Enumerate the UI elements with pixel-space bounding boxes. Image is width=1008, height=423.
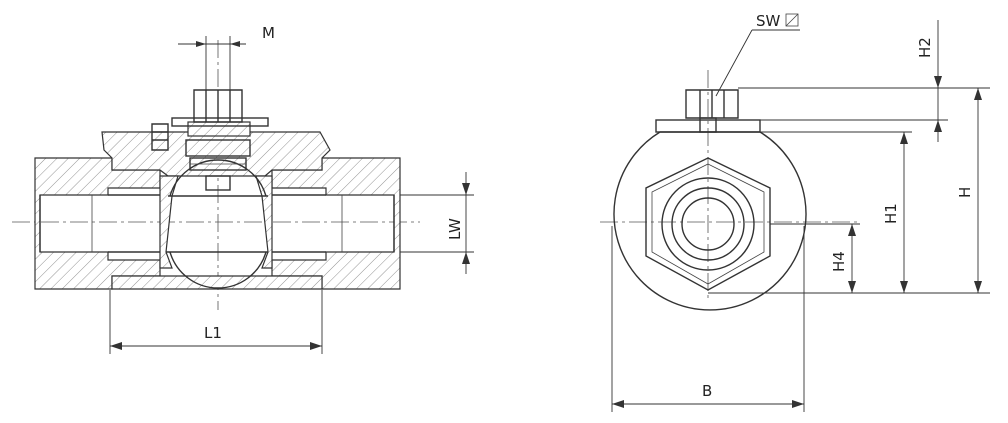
label-h4: H4: [830, 251, 848, 272]
label-h: H: [956, 187, 974, 198]
ball: [169, 159, 267, 289]
bore-inner: [681, 197, 735, 251]
left-end-cap: [34, 157, 161, 290]
square-symbol: [785, 13, 799, 27]
stem-slot: [205, 175, 231, 191]
handle-nut-front: [685, 89, 739, 119]
label-l1: L1: [204, 324, 222, 342]
right-end-cap: [271, 157, 401, 290]
hex-end: [645, 157, 771, 291]
body-outline: [613, 131, 807, 311]
label-h1: H1: [882, 203, 900, 224]
label-sw: SW: [756, 12, 781, 30]
label-h2: H2: [916, 37, 934, 58]
label-m: M: [262, 24, 275, 42]
lock-screw: [151, 123, 169, 151]
stem-nut: [187, 121, 251, 137]
label-lw: LW: [446, 218, 464, 240]
bore-middle: [671, 187, 745, 261]
front-view: SW H2 H H1 H4 B: [600, 12, 990, 412]
handle-nut: [193, 89, 243, 123]
label-b: B: [702, 382, 712, 400]
stem-packing: [185, 139, 251, 157]
bore-outer: [661, 177, 755, 271]
left-seat: [159, 175, 179, 269]
handle-plate: [171, 117, 269, 127]
body-bottom: [111, 275, 323, 290]
side-section-view: M L1 LW: [12, 24, 474, 354]
